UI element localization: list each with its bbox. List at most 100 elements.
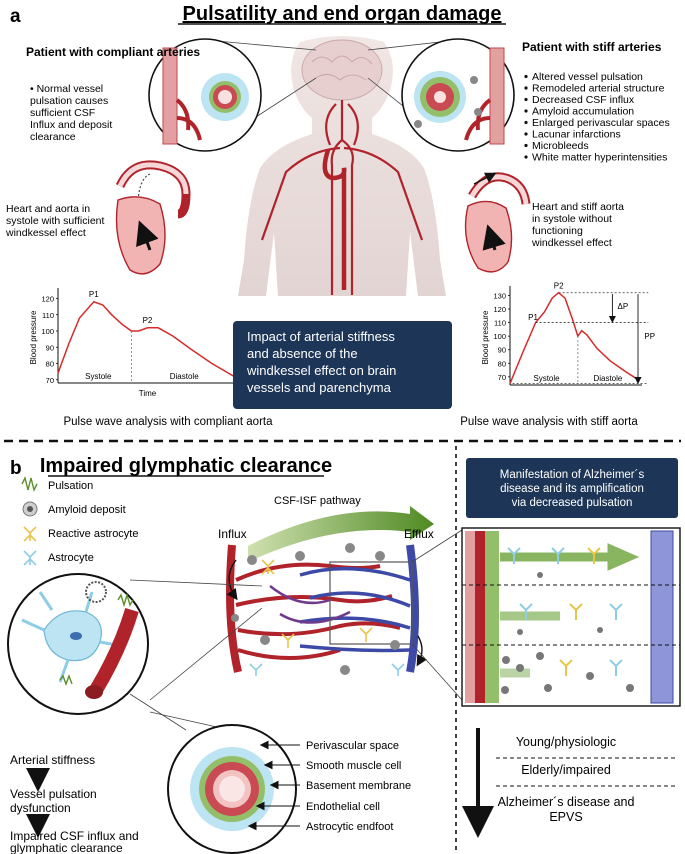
stage-elderly: Elderly/impaired — [521, 763, 611, 777]
legend-astrocyte: Astrocyte — [48, 552, 94, 564]
pulsation-icon — [21, 475, 38, 493]
zoom-line — [411, 529, 463, 563]
y-axis-label: Blood pressure — [29, 310, 38, 364]
y-tick-label: 120 — [41, 295, 54, 304]
zoom-line — [411, 643, 463, 701]
compliant-bullet-line-0: • Normal vessel — [30, 83, 103, 95]
center-box-line-3: vessels and parenchyma — [247, 380, 392, 395]
panel-a-letter: a — [10, 6, 21, 27]
peak-label: P1 — [528, 313, 538, 322]
csf-isf-label: CSF-ISF pathway — [274, 495, 361, 507]
x-axis-label: Time — [139, 389, 157, 398]
y-tick-label: 90 — [498, 346, 506, 355]
ad-box-line-1: disease and its amplification — [500, 483, 644, 495]
astrocyte-icon — [23, 550, 37, 566]
compliant-heading: Patient with compliant arteries — [26, 45, 200, 59]
peak-label: P1 — [89, 290, 99, 299]
compliant-bullet-line-3: Influx and deposit — [30, 119, 112, 131]
efflux-label: Efflux — [404, 527, 434, 541]
compliant-heading-text: Patient with compliant arteries — [26, 45, 200, 59]
center-box-line-0: Impact of arterial stiffness — [247, 329, 395, 344]
stiff-bullet-4: Enlarged perivascular spaces — [532, 117, 670, 129]
peak-label: P2 — [554, 282, 564, 291]
bullet-dot — [524, 74, 528, 79]
bullet-dot — [524, 120, 528, 125]
zoom-line — [149, 607, 263, 701]
bullet-dot — [524, 86, 528, 90]
bullet-dot — [524, 109, 528, 113]
center-box-line-2: windkessel effect on brain — [246, 363, 396, 378]
stage-ad-1: Alzheimer´s disease and — [498, 795, 635, 809]
layer-label-0: Perivascular space — [306, 740, 399, 752]
stiff-bullet-0: Altered vessel pulsation — [532, 71, 643, 83]
legend-pulsation: Pulsation — [48, 480, 93, 492]
flow-step-1: Arterial stiffness — [10, 753, 95, 767]
vessel-layers-circle — [129, 693, 297, 854]
legend: Pulsation Amyloid deposit Reactive astro… — [21, 475, 138, 566]
csf-isf-arrow — [248, 506, 434, 562]
center-box-line-1: and absence of the — [247, 346, 358, 361]
ad-box-line-0: Manifestation of Alzheimer´s — [500, 469, 645, 481]
pressure-curve — [509, 291, 639, 384]
layer-label-4: Astrocytic endfoot — [306, 821, 393, 833]
stage-young: Young/physiologic — [516, 735, 616, 749]
stiff-artery-zoom — [367, 38, 515, 152]
stiff-bullet-2: Decreased CSF influx — [532, 94, 635, 106]
stiff-heart-icon — [464, 172, 531, 273]
stiff-bullet-1: Remodeled arterial structure — [532, 83, 665, 95]
ad-box-line-2: via decreased pulsation — [512, 497, 633, 509]
left-heart-caption-line-0: Heart and aorta in — [6, 203, 90, 215]
layer-label-2: Basement membrane — [306, 780, 411, 792]
pressure-curve — [57, 300, 238, 379]
human-body-illustration — [238, 36, 446, 296]
compliant-heart-icon — [115, 160, 191, 275]
bullet-dot — [524, 132, 528, 136]
stiff-bullet-3: Amyloid accumulation — [532, 106, 634, 118]
y-tick-label: 70 — [498, 373, 506, 382]
y-tick-label: 90 — [46, 343, 54, 352]
bullet-dot — [524, 97, 528, 102]
bullet-dot — [524, 143, 528, 148]
panel-b-title: Impaired glymphatic clearance — [40, 455, 332, 477]
stage-ad-2: EPVS — [549, 810, 582, 824]
right-heart-caption-line-2: functioning — [532, 225, 583, 237]
center-info-box-text: Impact of arterial stiffness and absence … — [246, 329, 396, 395]
left-heart-caption-line-2: windkessel effect — [5, 227, 86, 239]
y-tick-label: 130 — [493, 291, 506, 300]
panel-b-letter: b — [10, 458, 22, 479]
layer-label-1: Smooth muscle cell — [306, 760, 401, 772]
right-heart-caption-line-0: Heart and stiff aorta — [532, 201, 624, 213]
stiff-heading: Patient with stiff arteries — [522, 40, 662, 54]
flow-step-2b: dysfunction — [10, 801, 71, 815]
bullet-dot — [524, 155, 528, 159]
astrocyte-zoom-circle — [7, 573, 149, 715]
stiff-bullet-7: White matter hyperintensities — [532, 152, 667, 164]
phase-diastole: Diastole — [593, 374, 622, 383]
ad-info-box-text: Manifestation of Alzheimer´s disease and … — [500, 469, 645, 509]
y-tick-label: 120 — [493, 305, 506, 314]
y-tick-label: 80 — [498, 359, 506, 368]
ad-info-box — [466, 458, 678, 518]
legend-reactive-astrocyte: Reactive astrocyte — [48, 528, 138, 540]
layer-label-3: Endothelial cell — [306, 801, 380, 813]
center-info-box — [233, 321, 452, 409]
pp-label: PP — [644, 332, 655, 341]
peak-label: P2 — [143, 316, 153, 325]
stiff-bullet-5: Lacunar infarctions — [532, 129, 621, 141]
legend-amyloid: Amyloid deposit — [48, 504, 126, 516]
y-axis-label: Blood pressure — [481, 310, 490, 364]
compliant-bullet-line-2: sufficient CSF — [30, 107, 95, 119]
y-tick-label: 80 — [46, 360, 54, 369]
glymphatic-stage-diagram — [461, 527, 681, 707]
flow-step-3b: glymphatic clearance — [10, 841, 123, 854]
left-heart-caption-line-1: systole with sufficient — [6, 215, 105, 227]
compliant-bullet-line-1: pulsation causes — [30, 95, 108, 107]
right-plot-caption: Pulse wave analysis with stiff aorta — [460, 416, 638, 428]
